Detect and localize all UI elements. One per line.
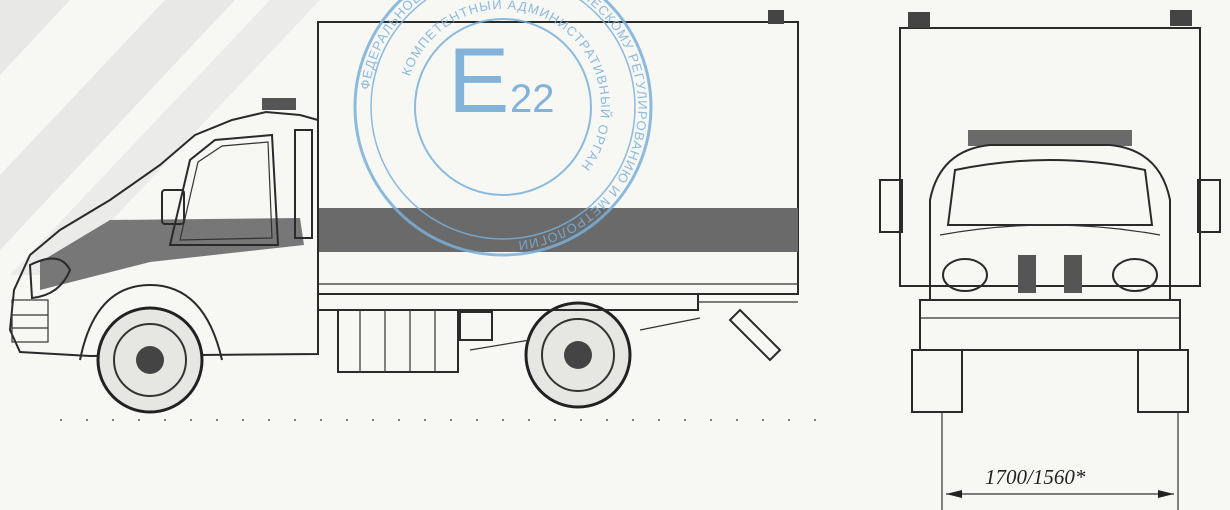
front-wheel [96, 306, 204, 414]
grille-stripe-left [1018, 255, 1036, 293]
stamp-number: 22 [510, 77, 555, 121]
side-mirror [161, 189, 185, 225]
cab-body [8, 110, 319, 358]
chassis-frame [317, 293, 699, 311]
headlight [28, 257, 72, 300]
front-cab [929, 144, 1171, 301]
front-cargo-box [899, 27, 1201, 287]
front-view: 1700/1560* [879, 10, 1221, 510]
windshield [946, 159, 1154, 226]
front-tire-left [911, 349, 963, 413]
front-beacon-right [1170, 10, 1192, 26]
cab-stripe [40, 218, 304, 290]
front-beacon-left [908, 12, 930, 28]
front-wheel-arch [79, 283, 223, 361]
cab-beacon [262, 98, 296, 110]
rear-wheel [524, 301, 632, 409]
fuel-tank [337, 309, 459, 373]
side-view [8, 10, 799, 414]
roof-beacon [768, 10, 784, 24]
mirror-left [879, 179, 903, 233]
grille-stripe-right [1064, 255, 1082, 293]
front-headlight-right [1112, 258, 1158, 292]
rear-track-dimension: 1700/1560* [985, 465, 1086, 489]
light-bar [968, 130, 1132, 146]
watermark-shape [0, 0, 320, 275]
front-bumper [919, 299, 1181, 351]
front-tire-right [1137, 349, 1189, 413]
mirror-right [1197, 179, 1221, 233]
cargo-box [317, 21, 799, 295]
stamp-letter: E [448, 30, 509, 132]
front-headlight-left [942, 258, 988, 292]
cab-door-window [168, 133, 280, 246]
rear-underrun [728, 308, 782, 362]
